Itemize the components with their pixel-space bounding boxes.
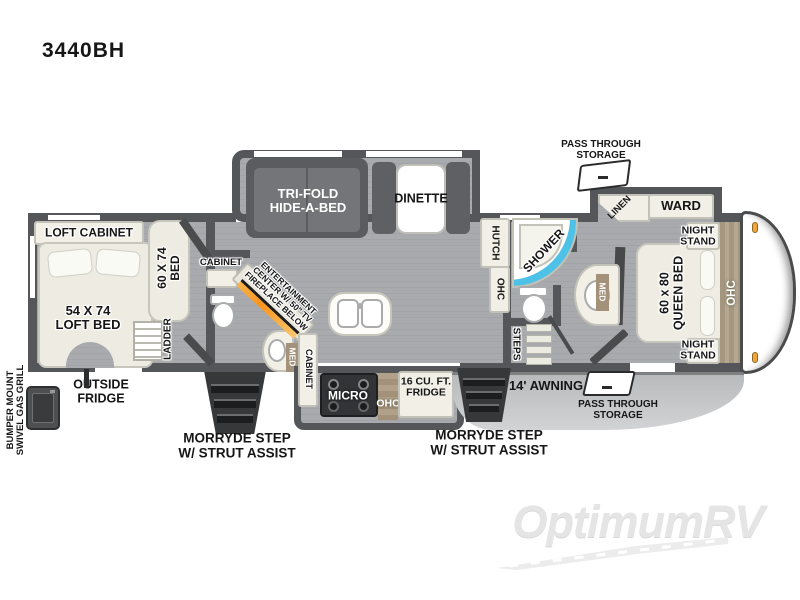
morryde-step-right — [457, 368, 511, 422]
step-tread — [526, 357, 552, 365]
step-tread — [526, 335, 552, 343]
nightstand-top — [686, 222, 720, 250]
pantry-cabinet — [298, 333, 318, 407]
bath-toilet-bowl — [521, 294, 547, 323]
queen-pillow-top — [700, 250, 715, 290]
pass-through-bottom-latch — [602, 386, 612, 389]
bath-med-cabinet — [596, 274, 609, 311]
ward-label: WARD — [661, 197, 701, 213]
hutch-ohc — [489, 266, 510, 313]
range-micro — [320, 373, 378, 417]
marker-light-bottom — [752, 352, 758, 363]
midbath-med-label: MED — [287, 347, 298, 367]
hutch-ohc-label: OHC — [494, 277, 506, 301]
slide-window-right — [366, 151, 462, 157]
wall-loft-right — [206, 213, 215, 372]
front-ohc-label: OHC — [725, 280, 738, 306]
midbath-toilet-bowl — [212, 302, 235, 329]
step-tread — [526, 324, 552, 332]
micro-label: MICRO — [328, 388, 368, 403]
wall-bath-stub — [553, 285, 561, 326]
window-top-mid — [500, 215, 540, 220]
grill-bracket — [84, 369, 89, 388]
wall-top — [28, 213, 236, 222]
entry-door — [630, 363, 675, 372]
window-rear — [30, 236, 35, 298]
dinette-table — [396, 164, 446, 234]
dinette-label: DINETTE — [394, 191, 448, 206]
loft-bed-pillow-left — [46, 247, 94, 279]
slide-window-left — [254, 151, 342, 157]
pass-through-top-latch — [598, 176, 608, 179]
fridge — [398, 371, 454, 418]
page-title: 3440BH — [42, 39, 126, 62]
hutch-label: HUTCH — [489, 225, 501, 261]
window-loft-top — [48, 215, 100, 220]
step-tread — [526, 346, 552, 354]
island-sink-right — [361, 299, 383, 328]
wall-bottom-right — [460, 363, 745, 372]
kitchen-ohc-label: OHC — [376, 397, 400, 410]
nightstand-bottom — [686, 338, 720, 364]
bath-med-label: MED — [597, 282, 608, 302]
midbath-cabinet-label: CABINET — [199, 256, 243, 268]
wall-top-front — [714, 213, 745, 222]
pantry-cabinet-label: CABINET — [303, 349, 314, 389]
wardrobe — [648, 194, 714, 219]
pass-through-bottom-flap — [582, 371, 636, 396]
loft-cabinet — [34, 221, 144, 245]
dinette-bench-right — [446, 162, 470, 234]
loft-bed-pillow-right — [94, 248, 142, 278]
gas-grill — [26, 386, 60, 430]
island-faucet — [357, 303, 363, 309]
kitchen-ohc — [378, 373, 398, 420]
morryde-step-left — [204, 372, 266, 434]
loft-cabinet-label: LOFT CABINET — [45, 225, 133, 240]
marker-light-top — [752, 222, 758, 233]
front-cap — [740, 211, 796, 374]
wall-bottom-mid — [215, 363, 302, 372]
watermark-road — [497, 537, 728, 570]
steps-label: STEPS — [510, 327, 522, 361]
midbath-sink-bowl — [268, 339, 286, 362]
wall-midbath-top — [213, 250, 250, 258]
dinette-bench-left — [372, 162, 396, 234]
bunk-bed — [148, 220, 190, 322]
ladder-label: LADDER — [162, 318, 174, 360]
midbath-med-cabinet — [286, 343, 298, 372]
fridge-label: 16 CU. FT.FRIDGE — [400, 375, 452, 399]
queen-pillow-bottom — [700, 296, 715, 336]
awning-label: 14' AWNING — [508, 377, 584, 393]
ladder — [133, 321, 163, 361]
island-sink-left — [337, 299, 359, 328]
trifold-sofa-seat — [254, 168, 360, 232]
